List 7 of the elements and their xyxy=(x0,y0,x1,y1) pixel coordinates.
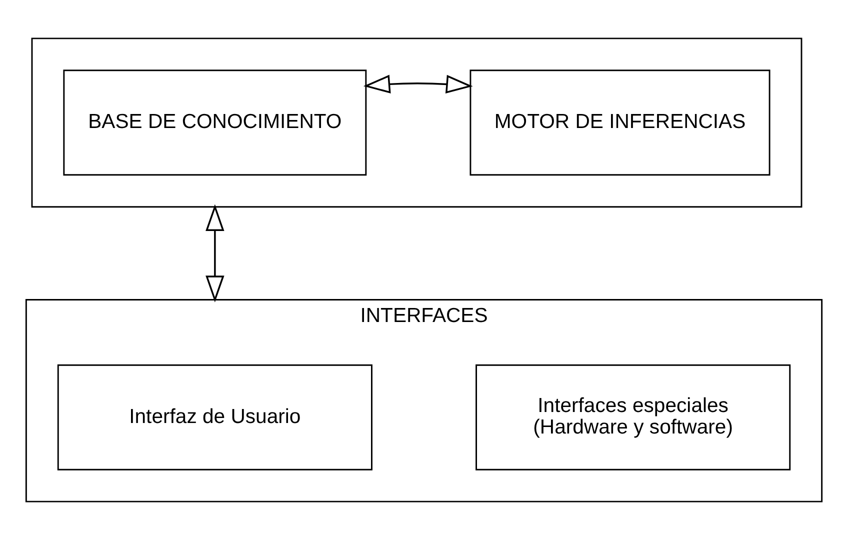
cluster xyxy=(31,37,802,208)
node-box: MOTOR DE INFERENCIAS xyxy=(470,69,770,176)
node-box: BASE DE CONOCIMIENTO xyxy=(63,69,367,176)
node-box: Interfaz de Usuario xyxy=(57,364,372,470)
arrow xyxy=(206,204,224,302)
node-box: Interfaces especiales (Hardware y software) xyxy=(476,364,791,470)
arrow xyxy=(363,74,473,94)
